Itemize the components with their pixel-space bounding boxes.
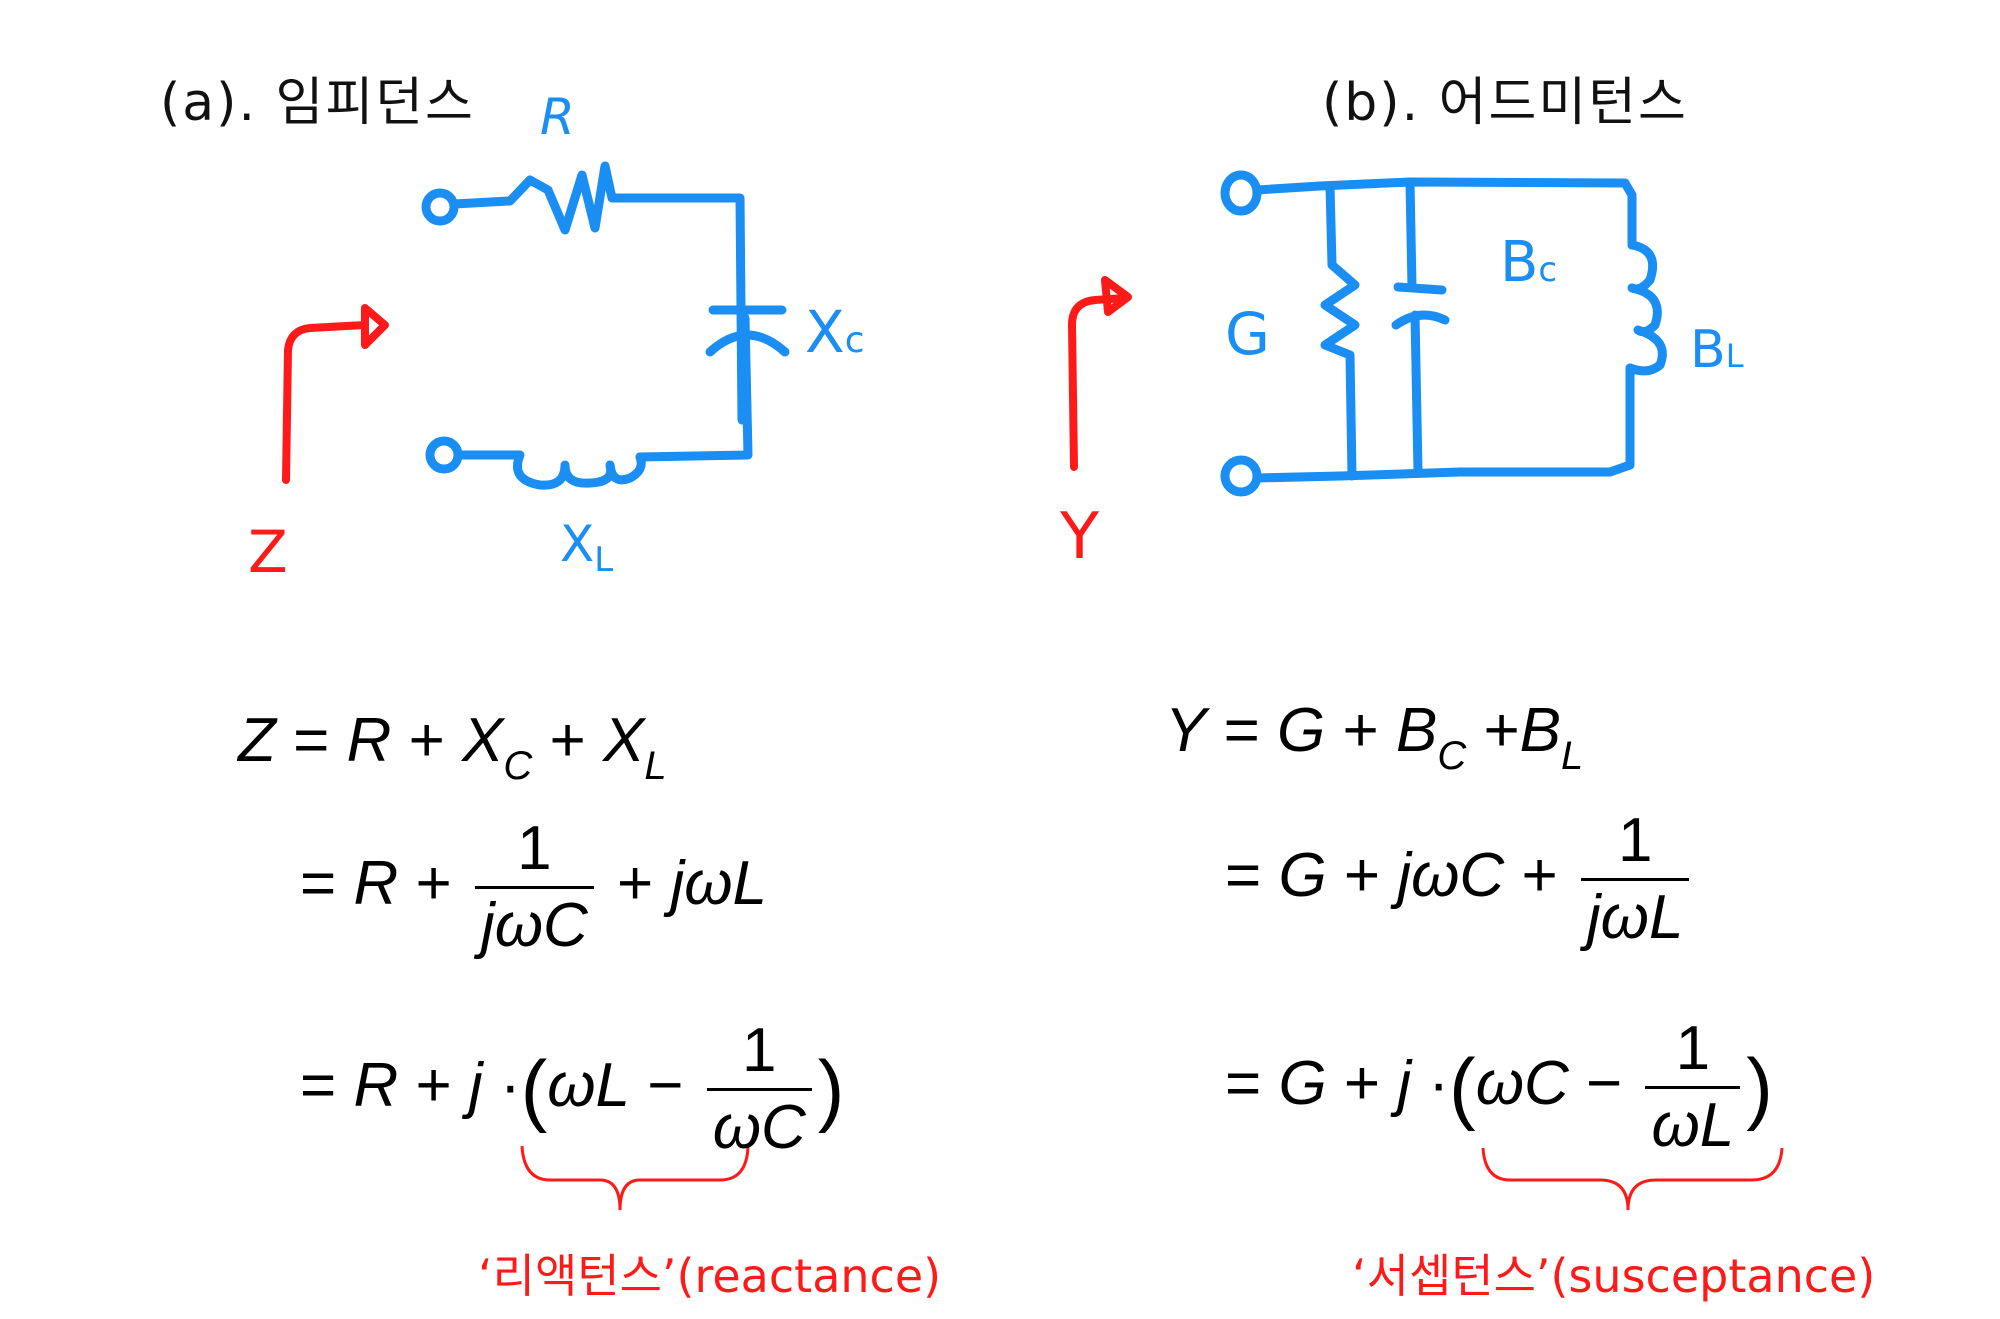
capacitor-lead-bottom — [1410, 310, 1423, 477]
fraction-1-over-wl: 1 ωL — [1645, 1018, 1741, 1157]
panel-b-title: (b). 어드미턴스 — [1322, 73, 1688, 133]
reactance-brace — [520, 1145, 750, 1211]
equation-b-line3: = G + j ·(ωC − 1 ωL ) — [1225, 1014, 1773, 1160]
arrow-y — [1068, 294, 1129, 471]
resistor-g — [1320, 181, 1360, 481]
fraction-1-over-wc: 1 ωC — [706, 1020, 812, 1159]
series-circuit — [421, 161, 790, 490]
terminal-bottom-b — [1220, 455, 1262, 497]
wire-top-b — [1252, 177, 1637, 250]
capacitor-lead-top — [1405, 177, 1417, 292]
arrow-y-head — [1101, 276, 1132, 316]
label-bc: Bc — [1500, 230, 1558, 295]
equation-b-line2: = G + jωC + 1 jωL — [1225, 810, 1695, 949]
label-xl: XL — [560, 515, 614, 580]
wire-right-a — [635, 313, 753, 462]
inductor-xl — [453, 450, 646, 490]
wire-bottom-b — [1252, 363, 1635, 483]
inductor-bl — [1625, 240, 1667, 376]
label-xc: Xc — [805, 298, 865, 366]
fraction-1-over-jwl: 1 jωL — [1580, 810, 1690, 949]
parallel-circuit — [1220, 170, 1667, 497]
equation-a-line3: = R + j ·(ωL − 1 ωC ) — [300, 1016, 845, 1162]
arrow-z — [282, 321, 369, 484]
equation-a-line1: Z = R + XC + XL — [238, 706, 667, 788]
label-bl: BL — [1690, 320, 1744, 380]
equation-a-line2: = R + 1 jωC + jωL — [300, 814, 767, 960]
capacitor-plate-top-b — [1393, 282, 1447, 295]
label-g: G — [1225, 300, 1270, 368]
label-z: Z — [248, 518, 288, 586]
susceptance-label: ‘서셉턴스’(susceptance) — [1352, 1249, 1876, 1303]
reactance-label: ‘리액턴스’(reactance) — [478, 1249, 942, 1303]
terminal-top-b — [1220, 170, 1262, 216]
label-r: R — [540, 88, 575, 146]
terminal-top-a — [421, 188, 459, 226]
susceptance-brace — [1481, 1147, 1784, 1211]
arrow-z-head — [361, 304, 389, 349]
resistor-r — [449, 161, 747, 425]
fraction-1-over-jwc: 1 jωC — [474, 818, 594, 957]
equation-b-line1: Y = G + BC +BL — [1165, 696, 1584, 778]
label-y: Y — [1060, 500, 1100, 574]
capacitor-plate-bottom-b — [1391, 310, 1450, 330]
panel-a-title: (a). 임피던스 — [160, 73, 475, 133]
